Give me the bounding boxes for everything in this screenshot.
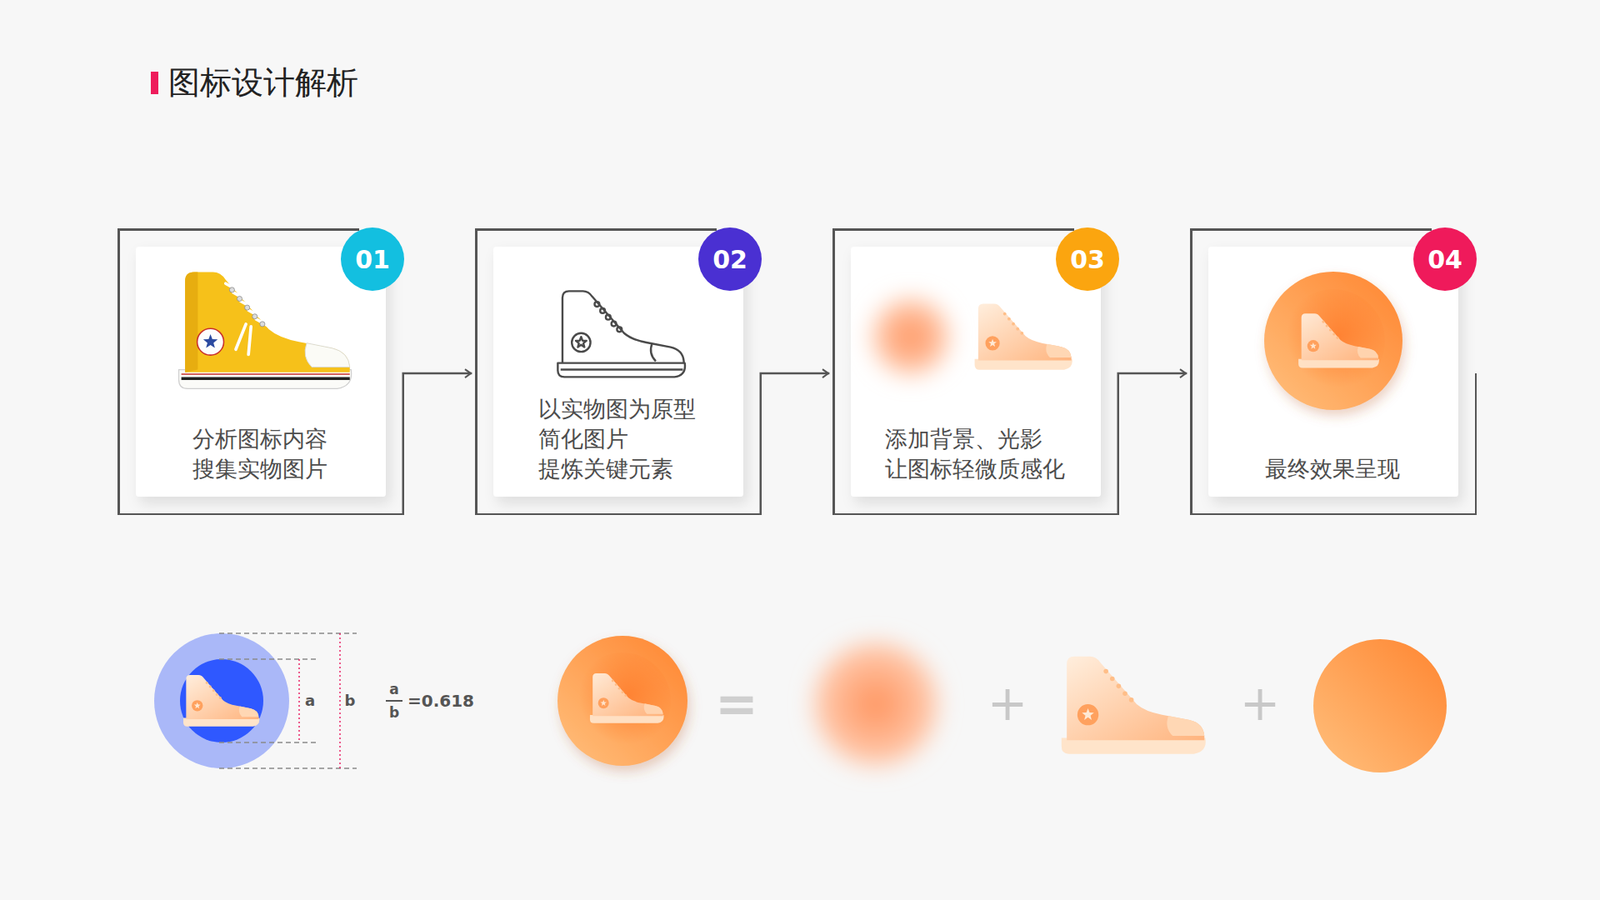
- step-card: 添加背景、光影 让图标轻微质感化 03: [832, 228, 1120, 515]
- card-panels: [135, 246, 1459, 497]
- icon-glow: [1281, 289, 1385, 393]
- icon-circle: [1313, 639, 1447, 773]
- card-text-holder: 以实物图为原型 简化图片 提炼关键元素: [493, 394, 744, 485]
- card-panel: [493, 246, 744, 497]
- frame-line: [832, 513, 1120, 516]
- flow-arrow: [403, 373, 471, 515]
- step-description: 添加背景、光影 让图标轻微质感化: [885, 424, 1068, 485]
- blur-glow: [872, 298, 950, 375]
- fraction-bar: [385, 700, 403, 702]
- step-number-badge: 04: [1413, 227, 1477, 291]
- frame-line: [475, 513, 762, 516]
- title-bar: [150, 71, 159, 95]
- step-number-badge: 03: [1055, 227, 1120, 291]
- label-holder: +: [987, 677, 1029, 731]
- shoe-icon: [1298, 313, 1380, 368]
- step-number-badge: 01: [340, 227, 405, 291]
- shoe-icon: [975, 304, 1073, 370]
- card-text-holder: 添加背景、光影 让图标轻微质感化: [850, 424, 1101, 485]
- label-holder: b: [389, 705, 400, 721]
- frame-line: [117, 228, 360, 231]
- frame-line: [475, 228, 717, 231]
- label-holder: b: [345, 692, 356, 710]
- card-panel: [135, 246, 386, 497]
- flow-arrow: [760, 373, 829, 515]
- card-panel: [850, 246, 1101, 497]
- dimension-guides: [219, 633, 357, 769]
- step-description: 以实物图为原型 简化图片 提炼关键元素: [538, 394, 699, 485]
- step-description: 最终效果呈现: [1265, 454, 1403, 485]
- ratio-outer-circle: [154, 633, 290, 769]
- icon-circle: [1264, 271, 1403, 410]
- frame-line: [117, 228, 120, 515]
- dimension-lines: [299, 633, 340, 769]
- ratio-inner-circle: [180, 659, 264, 743]
- card-panel: [1208, 246, 1459, 497]
- shoe-icon: [1061, 656, 1206, 755]
- page-title: 图标设计解析: [168, 64, 359, 101]
- label-holder: =: [715, 675, 759, 733]
- label-holder: +: [1240, 677, 1281, 731]
- dimension-label: b: [345, 691, 356, 710]
- dimension-label: a: [305, 691, 315, 710]
- shoe-icon: [183, 675, 260, 727]
- frame-line: [832, 228, 835, 515]
- connectors: [403, 373, 1186, 515]
- step-number: 01: [355, 245, 390, 275]
- icon-circle: [557, 635, 688, 766]
- label-holder: a: [305, 692, 315, 710]
- step-number: 03: [1070, 245, 1105, 275]
- step-card: 以实物图为原型 简化图片 提炼关键元素 02: [475, 228, 762, 515]
- operator-sign: =: [715, 673, 759, 735]
- dimension-label: a: [389, 680, 399, 698]
- step-number: 04: [1427, 245, 1463, 275]
- step-number-badge: 02: [698, 227, 762, 291]
- dimension-label: =0.618: [407, 690, 475, 711]
- frame-line: [117, 513, 405, 516]
- title-holder: 图标设计解析: [168, 61, 359, 105]
- label-holder: a: [389, 681, 399, 698]
- frame-line: [475, 228, 478, 515]
- frame-line: [832, 228, 1075, 231]
- card-text-holder: 最终效果呈现: [1208, 454, 1459, 485]
- shoe-photo: [179, 272, 352, 390]
- step-card: 分析图标内容 搜集实物图片 01: [117, 228, 405, 515]
- frame-line: [1190, 513, 1477, 516]
- label-holder: =0.618: [407, 691, 475, 710]
- step-description: 分析图标内容 搜集实物图片: [192, 424, 330, 485]
- operator-sign: +: [1240, 675, 1281, 732]
- frame-line: [1190, 228, 1193, 515]
- shoe-icon: [590, 673, 665, 724]
- shoe-outline: [557, 290, 685, 377]
- card-text-holder: 分析图标内容 搜集实物图片: [135, 424, 386, 485]
- frame-line: [1190, 228, 1432, 231]
- step-number: 02: [712, 245, 748, 275]
- blur-glow: [814, 642, 938, 766]
- step-card: 最终效果呈现 04: [1190, 228, 1477, 515]
- dimension-label: b: [389, 704, 400, 721]
- operator-sign: +: [987, 675, 1029, 732]
- icon-glow: [574, 652, 671, 750]
- flow-arrow: [1118, 373, 1186, 515]
- frame-line: [1475, 373, 1478, 515]
